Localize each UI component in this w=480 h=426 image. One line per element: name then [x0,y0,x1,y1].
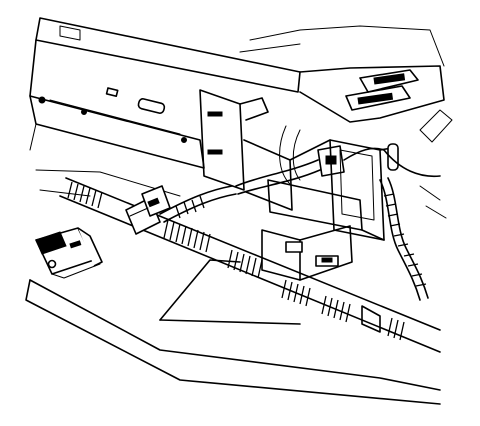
seat-adjuster-mechanism [289,139,399,241]
seat-frame-rail [29,87,205,169]
harness-connector [125,185,171,235]
seat-frame-bracket [199,89,363,281]
upper-body-panel [29,17,453,143]
vehicle-floor-panel [25,169,441,405]
seat-track-rail [59,177,441,353]
wiring-harness [159,125,447,301]
disconnected-connector-plug [35,227,103,279]
